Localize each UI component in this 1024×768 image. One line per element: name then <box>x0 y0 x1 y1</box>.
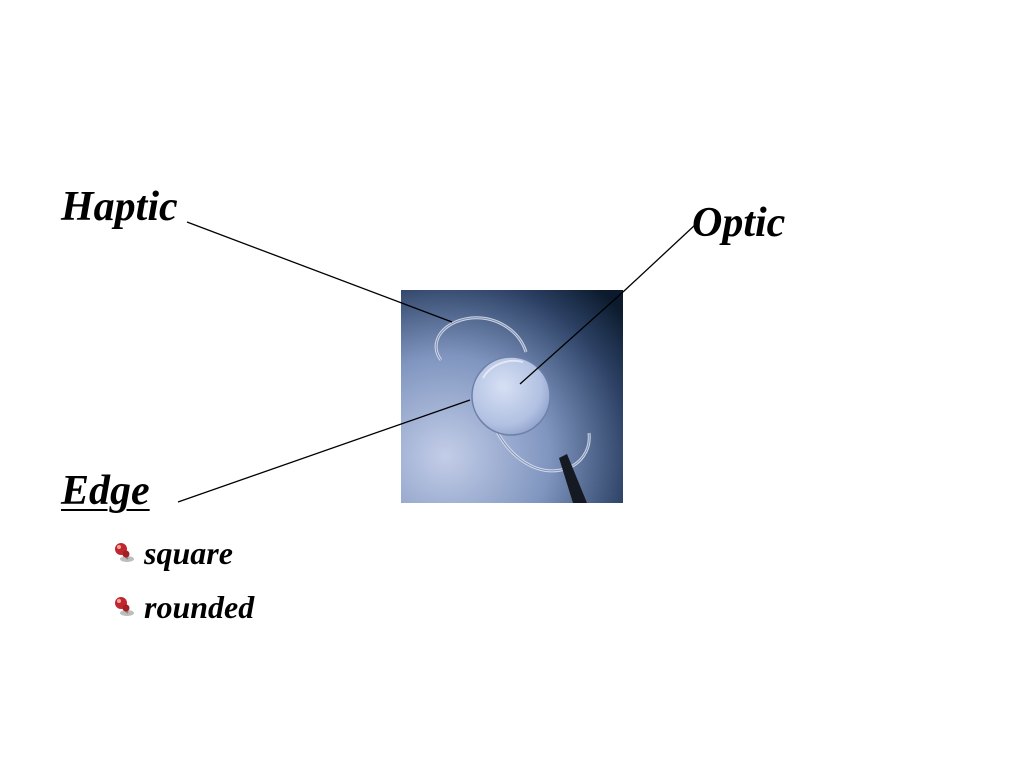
edge-label: Edge <box>61 468 150 514</box>
optic-leader-line-outer <box>622 224 696 293</box>
upper-haptic-edge <box>435 317 527 361</box>
edge-type-list: square rounded <box>112 526 254 634</box>
optic-disc <box>471 356 551 436</box>
list-item: square <box>112 526 254 580</box>
optic-label: Optic <box>692 200 786 246</box>
haptic-label: Haptic <box>61 184 178 230</box>
edge-type-rounded: rounded <box>144 589 255 625</box>
list-item: rounded <box>112 580 254 634</box>
pushpin-icon <box>112 539 138 567</box>
forceps-tip <box>559 454 587 503</box>
pushpin-icon <box>112 593 138 621</box>
intraocular-lens-photo <box>401 290 623 503</box>
lower-haptic-edge <box>495 429 590 472</box>
lens-illustration <box>401 290 623 503</box>
optic-highlight <box>482 359 524 379</box>
edge-type-square: square <box>144 535 233 571</box>
